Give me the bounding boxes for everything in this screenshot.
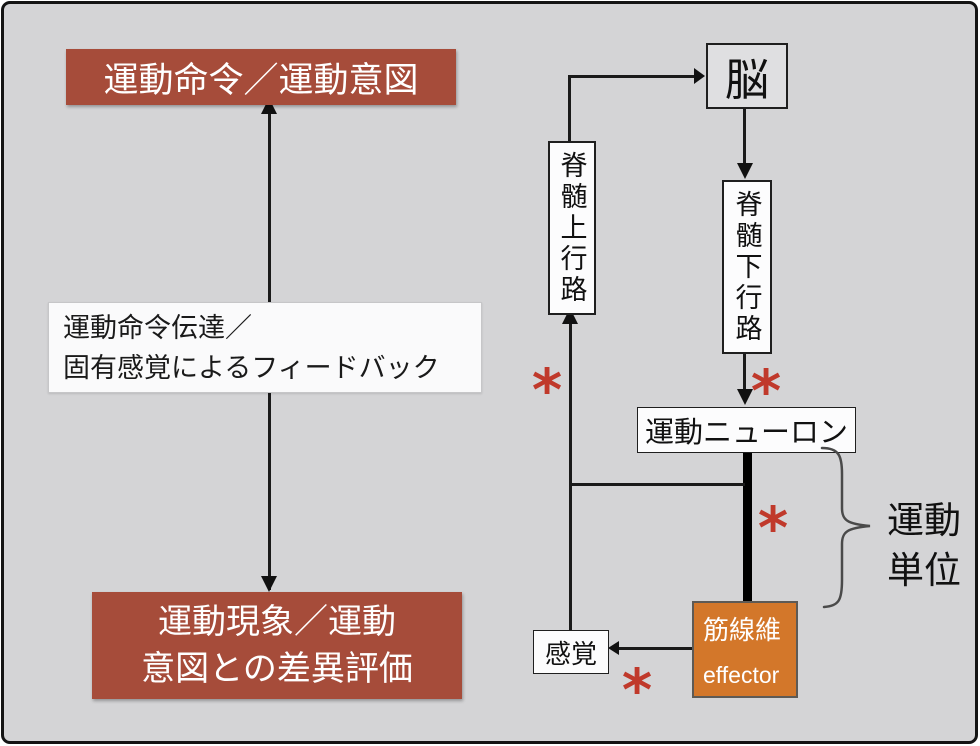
arrowhead-down-to-result (261, 576, 277, 592)
asterisk-descending: * (750, 357, 782, 425)
connector-descending-to-motoneuron (743, 350, 746, 391)
connector-effector-to-sense (618, 647, 692, 650)
box-transmission-feedback: 運動命令伝達／ 固有感覚によるフィードバック (48, 302, 482, 393)
motor-command-label: 運動命令／運動意図 (103, 60, 419, 100)
brain-label: 脳 (725, 56, 769, 105)
result-label-line1: 運動現象／運動 (158, 602, 396, 641)
arrowhead-right-into-brain (694, 68, 705, 84)
label-motor-unit: 運動 単位 (878, 496, 970, 596)
box-motor-neuron: 運動ニューロン (637, 407, 856, 453)
box-muscle-fiber: 筋線維 effector (692, 601, 798, 698)
arrowhead-left-into-sense (608, 641, 619, 655)
motor-neuron-label: 運動ニューロン (644, 417, 848, 449)
motor-unit-brace-icon (820, 446, 871, 609)
connector-brain-to-descending (743, 105, 746, 165)
descending-tract-label: 脊髄下行路 (731, 189, 762, 345)
muscle-fiber-label-en: effector (703, 662, 780, 688)
connector-ascending-to-brain-vertical (568, 75, 571, 141)
motor-unit-label-line1: 運動 (887, 500, 961, 541)
box-ascending-tract: 脊髄上行路 (548, 141, 596, 315)
feedback-label-line1: 運動命令伝達／ (63, 312, 252, 343)
connector-sense-to-ascending (569, 320, 572, 630)
collateral-branch-line (569, 483, 745, 486)
box-motor-result: 運動現象／運動 意図との差異評価 (92, 592, 462, 699)
arrowhead-down-into-motoneuron (737, 389, 753, 405)
box-sense: 感覚 (533, 630, 609, 674)
ascending-tract-label: 脊髄上行路 (556, 150, 587, 306)
asterisk-effector-sense: * (621, 656, 653, 724)
asterisk-axon: * (757, 494, 789, 562)
muscle-fiber-label-jp: 筋線維 (703, 615, 782, 645)
feedback-label-line2: 固有感覚によるフィードバック (63, 352, 440, 383)
motor-unit-label-line2: 単位 (887, 550, 961, 591)
asterisk-ascending: * (531, 356, 563, 424)
axon-thick-line (743, 451, 752, 602)
arrowhead-down-into-descending (737, 163, 753, 179)
connector-ascending-to-brain-horizontal (568, 75, 696, 78)
box-motor-command: 運動命令／運動意図 (66, 49, 456, 105)
sense-label: 感覚 (544, 638, 597, 669)
box-descending-tract: 脊髄下行路 (722, 180, 772, 354)
box-brain: 脳 (706, 43, 788, 109)
result-label-line2: 意図との差異評価 (141, 649, 413, 688)
